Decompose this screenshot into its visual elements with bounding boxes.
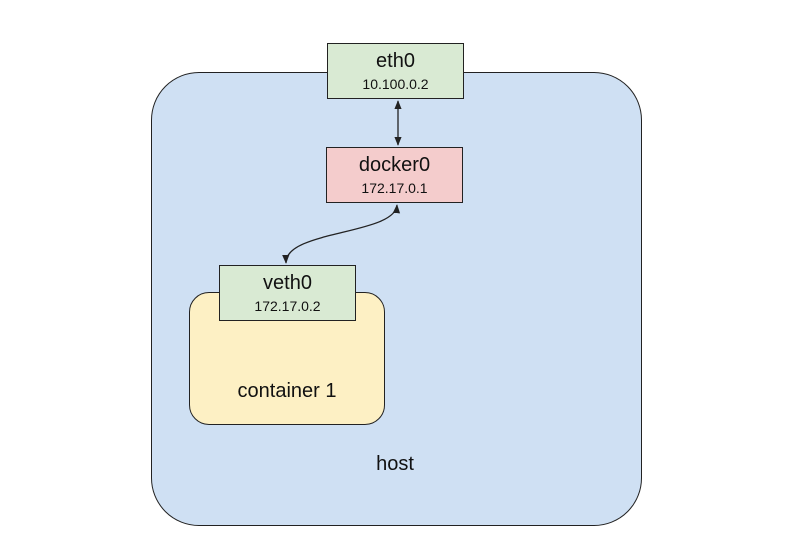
- interface-eth0-name: eth0: [376, 49, 415, 72]
- interface-docker0-name: docker0: [358, 153, 431, 176]
- interface-docker0-ip: 172.17.0.1: [361, 179, 428, 196]
- interface-eth0-ip: 10.100.0.2: [362, 75, 429, 92]
- interface-veth0: veth0 172.17.0.2: [219, 265, 356, 321]
- host-label: host: [376, 453, 414, 475]
- interface-veth0-name: veth0: [263, 271, 312, 294]
- interface-docker0: docker0 172.17.0.1: [326, 147, 463, 203]
- interface-eth0: eth0 10.100.0.2: [327, 43, 464, 99]
- container-label: container 1: [237, 380, 337, 402]
- interface-veth0-ip: 172.17.0.2: [254, 297, 321, 314]
- connector-docker0-veth0: [282, 204, 401, 264]
